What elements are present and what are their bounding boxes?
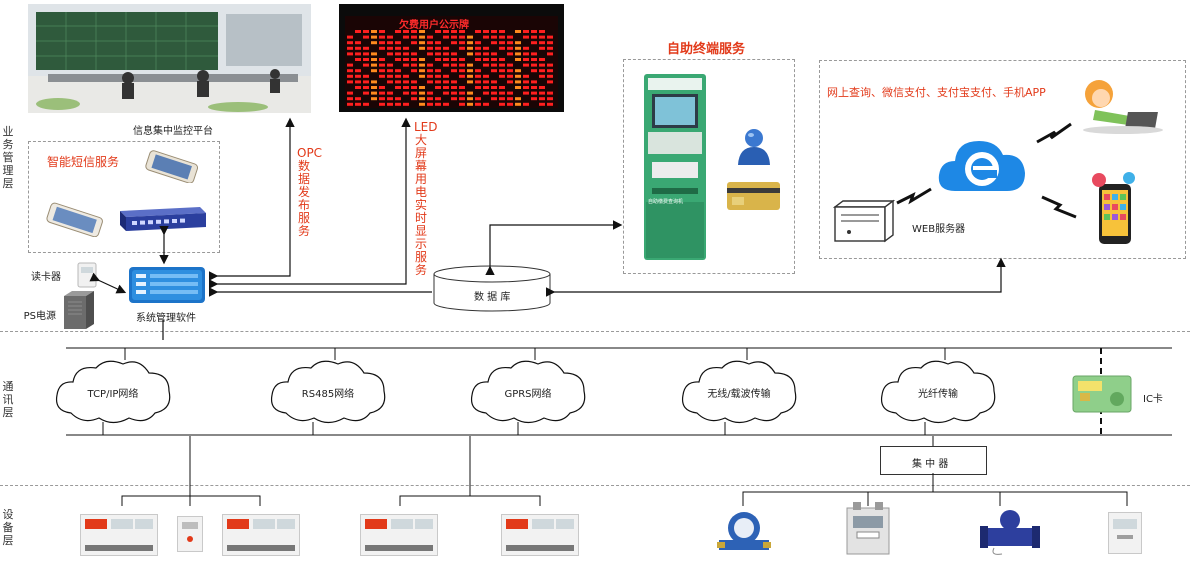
monitor-center-photo [28,4,311,113]
single-meter [177,516,203,552]
self-service-kiosk-icon [640,72,712,268]
self-service-title: 自助终端服务 [667,42,746,57]
phone-icon [143,149,201,187]
sms-service-title: 智能短信服务 [47,155,120,169]
kiosk-label: 自助缴费查询机 [648,199,684,205]
layer-label-device: 设备层 [2,508,14,547]
network-label: GPRS网络 [504,389,552,400]
internet-explorer-icon [935,133,1027,203]
system-software-icon [128,266,206,308]
separator-business-comm [0,331,1190,332]
led-board-photo: 欠费用户公示牌 [339,4,564,112]
led-board-title: 欠费用户公示牌 [399,20,469,31]
prepaid-meter-icon [1108,512,1142,554]
layer-label-business: 业务管理层 [2,125,14,190]
gprs-network-cloud [466,355,591,434]
network-label: 无线/载波传输 [707,389,771,400]
rs485-network-cloud [266,355,391,434]
monitor-caption: 信息集中监控平台 [133,126,213,137]
concentrator-label: 集 中 器 [912,459,949,470]
network-label: RS485网络 [301,389,355,400]
ic-card-label: IC卡 [1143,394,1163,405]
flow-meter-icon [980,502,1040,560]
multi-meter-panel [80,514,158,556]
card-reader-label: 读卡器 [31,272,61,283]
web-server-icon [832,199,896,247]
network-label: 光纤传输 [918,389,958,400]
business-connectors [89,117,1006,340]
multi-meter-panel [501,514,579,556]
fiber-optic-cloud [876,355,1001,434]
separator-comm-device [0,485,1190,486]
bank-card-icon [726,181,781,215]
ups-power-icon [62,290,96,334]
user-avatar-icon [736,127,772,171]
ups-label: UPS电源 [24,311,56,322]
multi-meter-panel [222,514,300,556]
girl-laptop-icon [1075,72,1173,142]
gas-meter-icon [845,502,891,560]
network-label: TCP/IP网络 [87,389,139,400]
wireless-link-icon [1036,122,1072,144]
smartphone-app-icon [1089,170,1139,250]
database-label: 数 据 库 [474,292,511,303]
cloud-connectors [102,348,1102,435]
communication-bus [66,347,1172,436]
web-server-label: WEB服务器 [912,224,966,235]
phone-icon [44,201,106,241]
wireless-link-icon [1041,195,1077,219]
network-switch-icon [116,205,208,237]
wireless-link-icon [896,187,932,205]
water-meter-icon [717,506,771,560]
online-service-title: 网上查询、微信支付、支付宝支付、手机APP [827,86,1046,99]
tcp-ip-network-cloud [51,355,176,434]
concentrator-box [880,446,987,475]
led-service-label: LED大屏幕用电实时显示服务 [414,120,438,277]
layer-label-communication: 通讯层 [2,380,14,419]
device-connectors [121,436,1128,506]
ic-card-icon [1072,375,1132,417]
multi-meter-panel [360,514,438,556]
system-software-label: 系统管理软件 [136,313,196,324]
wireless-carrier-cloud [677,355,802,434]
